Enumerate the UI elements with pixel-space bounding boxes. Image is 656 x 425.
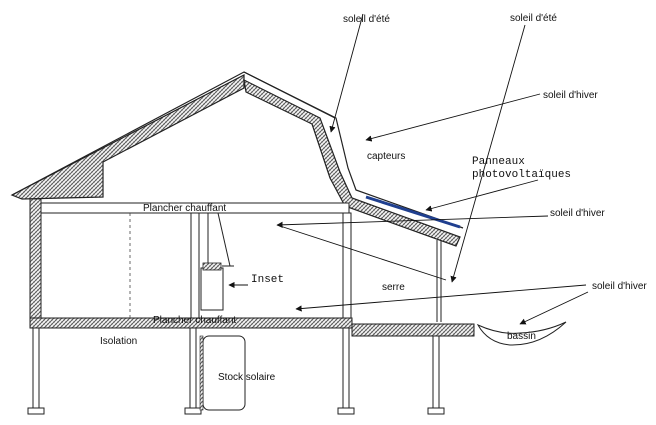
roof-left-slope — [10, 74, 245, 200]
ray-winter-1 — [365, 93, 541, 142]
labels: soleil d'été soleil d'été soleil d'hiver… — [100, 13, 647, 383]
label-bassin: bassin — [507, 331, 536, 342]
label-soleil-ete-2: soleil d'été — [510, 13, 557, 24]
label-plancher-chauffant-bottom: Plancher chauffant — [153, 315, 236, 326]
footing-4 — [427, 407, 445, 415]
ray-winter-2-reflect — [276, 224, 447, 281]
walls — [29, 198, 475, 337]
pillar-2 — [189, 327, 197, 409]
footing-2 — [184, 407, 202, 415]
inset-stove — [200, 267, 224, 311]
ray-winter-3 — [295, 284, 587, 312]
pillar-4 — [432, 335, 440, 409]
foundations — [27, 327, 445, 415]
roof-right-outline — [243, 71, 464, 229]
tank-insulation — [199, 335, 204, 411]
footing-1 — [27, 407, 45, 415]
pond — [476, 321, 567, 346]
label-plancher-chauffant-top: Plancher chauffant — [143, 203, 226, 214]
label-soleil-hiver-2: soleil d'hiver — [550, 208, 605, 219]
label-inset: Inset — [251, 274, 284, 286]
roof — [10, 71, 464, 247]
inset-stove-top — [202, 262, 222, 271]
greenhouse-floor — [351, 323, 475, 337]
interior-wall — [190, 212, 200, 319]
label-soleil-hiver-3: soleil d'hiver — [592, 281, 647, 292]
ray-winter-3b — [519, 291, 589, 325]
pillar-3 — [342, 327, 350, 409]
photovoltaic-panel — [365, 195, 461, 229]
label-panneaux-line2: photovoltaïques — [472, 169, 571, 181]
roof-right-slope — [243, 78, 461, 247]
sun-rays — [228, 13, 589, 325]
greenhouse-wall — [342, 212, 352, 319]
label-panneaux-line1: Panneaux — [472, 156, 525, 168]
ray-winter-2 — [276, 215, 549, 228]
footing-3 — [337, 407, 355, 415]
chimney-right — [217, 212, 231, 267]
label-capteurs: capteurs — [367, 151, 405, 162]
pillar-1 — [32, 327, 40, 409]
ray-summer-2 — [450, 24, 526, 283]
label-soleil-ete-1: soleil d'été — [343, 14, 390, 25]
label-isolation: Isolation — [100, 336, 137, 347]
label-stock-solaire: Stock solaire — [218, 372, 276, 383]
ray-winter-photovoltaic — [425, 179, 539, 212]
label-soleil-hiver-1: soleil d'hiver — [543, 90, 598, 101]
left-wall — [29, 198, 42, 328]
ray-summer-1 — [329, 13, 364, 133]
label-serre: serre — [382, 282, 405, 293]
